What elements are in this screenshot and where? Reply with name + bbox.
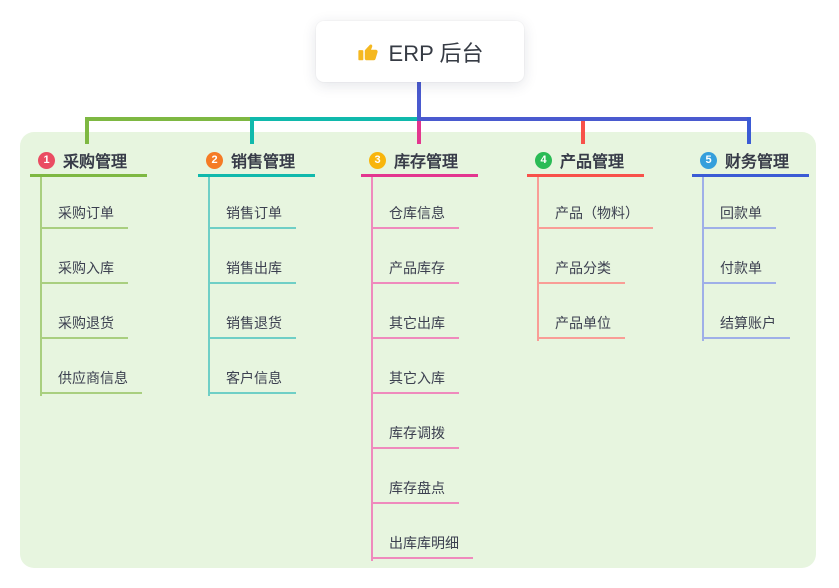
branch-3-spine: [371, 177, 373, 561]
branch-2-child-4[interactable]: 客户信息: [208, 365, 296, 394]
branch-5-number-badge: 5: [700, 151, 717, 169]
branch-2-child-3[interactable]: 销售退货: [208, 310, 296, 339]
thumbs-up-icon: [357, 41, 379, 63]
branch-3-child-1[interactable]: 仓库信息: [371, 200, 459, 229]
branch-3-child-3[interactable]: 其它出库: [371, 310, 459, 339]
branch-4-number-badge: 4: [535, 151, 552, 169]
branch-3-child-7[interactable]: 出库库明细: [371, 530, 473, 559]
branch-4-child-1[interactable]: 产品（物料）: [537, 200, 653, 229]
connector-branch-5-drop: [747, 117, 751, 144]
branch-5-child-3[interactable]: 结算账户: [702, 310, 790, 339]
branch-1-number-badge: 1: [38, 151, 55, 169]
branch-2-number-badge: 2: [206, 151, 223, 169]
branch-1-topic[interactable]: 1 采购管理: [30, 146, 148, 177]
branch-5-topic-label: 财务管理: [725, 154, 790, 171]
branch-4-topic-label: 产品管理: [560, 154, 625, 171]
branch-1-child-2[interactable]: 采购入库: [40, 255, 128, 284]
branch-1-child-1[interactable]: 采购订单: [40, 200, 128, 229]
branch-1-topic-label: 采购管理: [63, 154, 128, 171]
branch-4-child-3[interactable]: 产品单位: [537, 310, 625, 339]
branch-3-topic-label: 库存管理: [394, 154, 459, 171]
branch-4-child-2[interactable]: 产品分类: [537, 255, 625, 284]
connector-branch-3-drop: [417, 121, 421, 144]
branch-5-topic[interactable]: 5 财务管理: [692, 146, 810, 177]
branch-1-child-4[interactable]: 供应商信息: [40, 365, 142, 394]
branch-1-spine: [40, 177, 42, 396]
branch-3-child-5[interactable]: 库存调拨: [371, 420, 459, 449]
branch-3-child-4[interactable]: 其它入库: [371, 365, 459, 394]
branch-2-topic-label: 销售管理: [231, 154, 296, 171]
root-node-label: ERP 后台: [388, 40, 484, 66]
branch-3-number-badge: 3: [369, 151, 386, 169]
branch-2-spine: [208, 177, 210, 396]
branch-4-spine: [537, 177, 539, 341]
branch-5-child-2[interactable]: 付款单: [702, 255, 776, 284]
connector-root-line: [417, 82, 421, 121]
branch-5-spine: [702, 177, 704, 341]
branch-3-child-2[interactable]: 产品库存: [371, 255, 459, 284]
connector-branch-1: [85, 117, 252, 121]
branch-4-topic[interactable]: 4 产品管理: [527, 146, 645, 177]
branch-2-child-2[interactable]: 销售出库: [208, 255, 296, 284]
branch-3-child-6[interactable]: 库存盘点: [371, 475, 459, 504]
connector-branch-5: [419, 117, 751, 121]
connector-branch-4-drop: [581, 121, 585, 144]
connector-branch-2: [250, 117, 419, 121]
mindmap-canvas: [20, 132, 816, 568]
branch-5-child-1[interactable]: 回款单: [702, 200, 776, 229]
branch-2-topic[interactable]: 2 销售管理: [198, 146, 316, 177]
connector-branch-1-drop: [85, 117, 89, 144]
root-node[interactable]: ERP 后台: [316, 21, 524, 82]
branch-2-child-1[interactable]: 销售订单: [208, 200, 296, 229]
connector-branch-2-drop: [250, 117, 254, 144]
branch-1-child-3[interactable]: 采购退货: [40, 310, 128, 339]
branch-3-topic[interactable]: 3 库存管理: [361, 146, 479, 177]
